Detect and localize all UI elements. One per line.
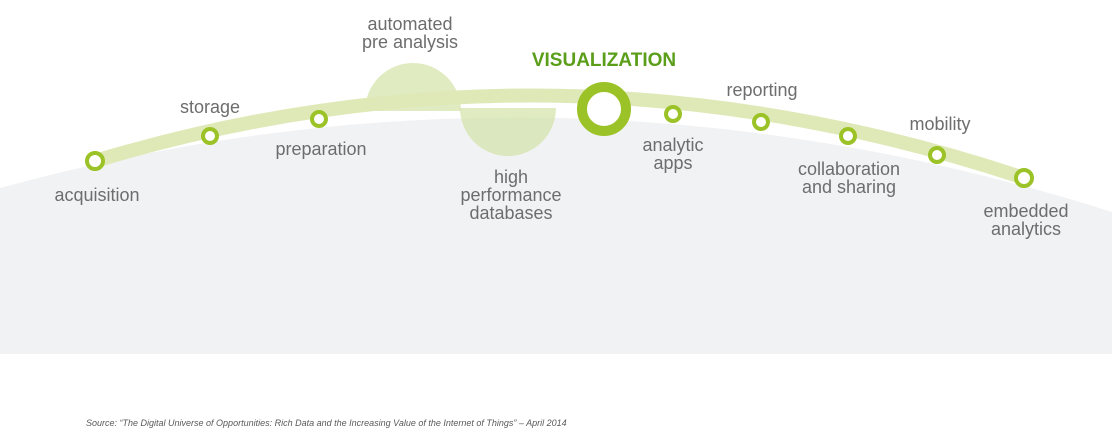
label-high-performance-databases-line: performance [460,185,561,205]
high-performance-databases-bubble [460,108,556,156]
node-reporting [752,113,770,131]
label-collaboration-and-sharing-line: and sharing [802,177,896,197]
node-visualization [577,82,631,136]
label-acquisition: acquisition [54,185,139,205]
label-high-performance-databases-line: databases [469,203,552,223]
label-preparation: preparation [275,139,366,159]
label-preparation-line: preparation [275,139,366,159]
label-automated-pre-analysis-line: automated [367,14,452,34]
node-collaboration-and-sharing [839,127,857,145]
stage-labels: acquisition storage preparation automate… [54,14,1068,239]
label-embedded-analytics-line: embedded [983,201,1068,221]
label-storage-line: storage [180,97,240,117]
background-dome [0,117,1112,354]
stage-nodes [85,82,1034,188]
label-acquisition-line: acquisition [54,185,139,205]
label-storage: storage [180,97,240,117]
source-citation: Source: “The Digital Universe of Opportu… [86,418,567,428]
node-preparation [310,110,328,128]
label-mobility-line: mobility [909,114,970,134]
label-automated-pre-analysis-line: pre analysis [362,32,458,52]
label-analytic-apps-line: analytic [642,135,703,155]
label-analytic-apps-line: apps [653,153,692,173]
node-analytic-apps [664,105,682,123]
label-visualization: VISUALIZATION [532,50,676,71]
label-embedded-analytics-line: analytics [991,219,1061,239]
node-storage [201,127,219,145]
value-chain-arc [88,88,1031,185]
label-reporting-line: reporting [726,80,797,100]
label-high-performance-databases-line: high [494,167,528,187]
label-reporting: reporting [726,80,797,100]
node-mobility [928,146,946,164]
node-embedded-analytics [1014,168,1034,188]
label-collaboration-and-sharing-line: collaboration [798,159,900,179]
label-mobility: mobility [909,114,970,134]
node-acquisition [85,151,105,171]
